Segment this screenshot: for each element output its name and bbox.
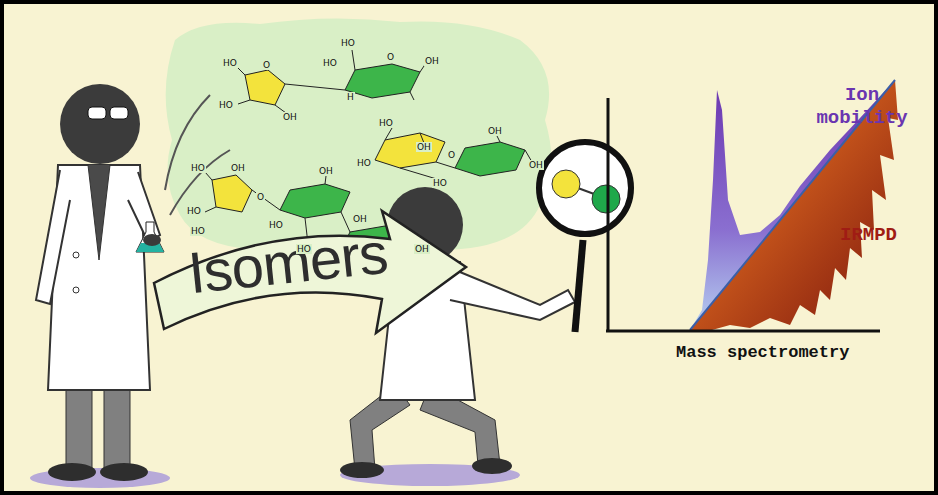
atom-label: OH	[318, 166, 334, 176]
atom-label: HO	[432, 178, 448, 188]
atom-label: H	[346, 92, 355, 102]
atom-label: HO	[218, 100, 234, 110]
motion-line	[165, 95, 210, 190]
chart-label: IRMPD	[840, 224, 920, 247]
axis-label: Mass spectrometry	[676, 343, 876, 363]
atom-label: OH	[282, 112, 298, 122]
atom-label: OH	[352, 214, 368, 224]
atom-label: HO	[340, 38, 356, 48]
structure-cloud	[166, 18, 552, 256]
sugar-structure	[375, 128, 532, 180]
atom-label: O	[386, 52, 395, 62]
atom-label: O	[262, 60, 271, 70]
motion-line	[170, 150, 230, 215]
atom-label: HO	[322, 58, 338, 68]
atom-label: HO	[222, 58, 238, 68]
atom-label: HO	[190, 226, 206, 236]
sugar-structure	[236, 50, 428, 113]
atom-label: O	[447, 150, 456, 160]
atom-label: O	[256, 192, 265, 202]
atom-label: OH	[416, 142, 432, 152]
atom-label: OH	[414, 244, 430, 254]
scientist-standing	[30, 84, 170, 488]
atom-label: HO	[190, 163, 206, 173]
chart-label: Ion mobility	[812, 84, 912, 130]
atom-label: OH	[528, 160, 544, 170]
atom-label: HO	[268, 220, 284, 230]
arrow-outline	[154, 211, 466, 333]
atom-label: HO	[296, 244, 312, 254]
atom-label: OH	[487, 126, 503, 136]
atom-label: OH	[424, 56, 440, 66]
atom-label: HO	[378, 118, 394, 128]
atom-label: HO	[186, 206, 202, 216]
atom-label: OH	[230, 163, 246, 173]
atom-label: HO	[356, 158, 372, 168]
